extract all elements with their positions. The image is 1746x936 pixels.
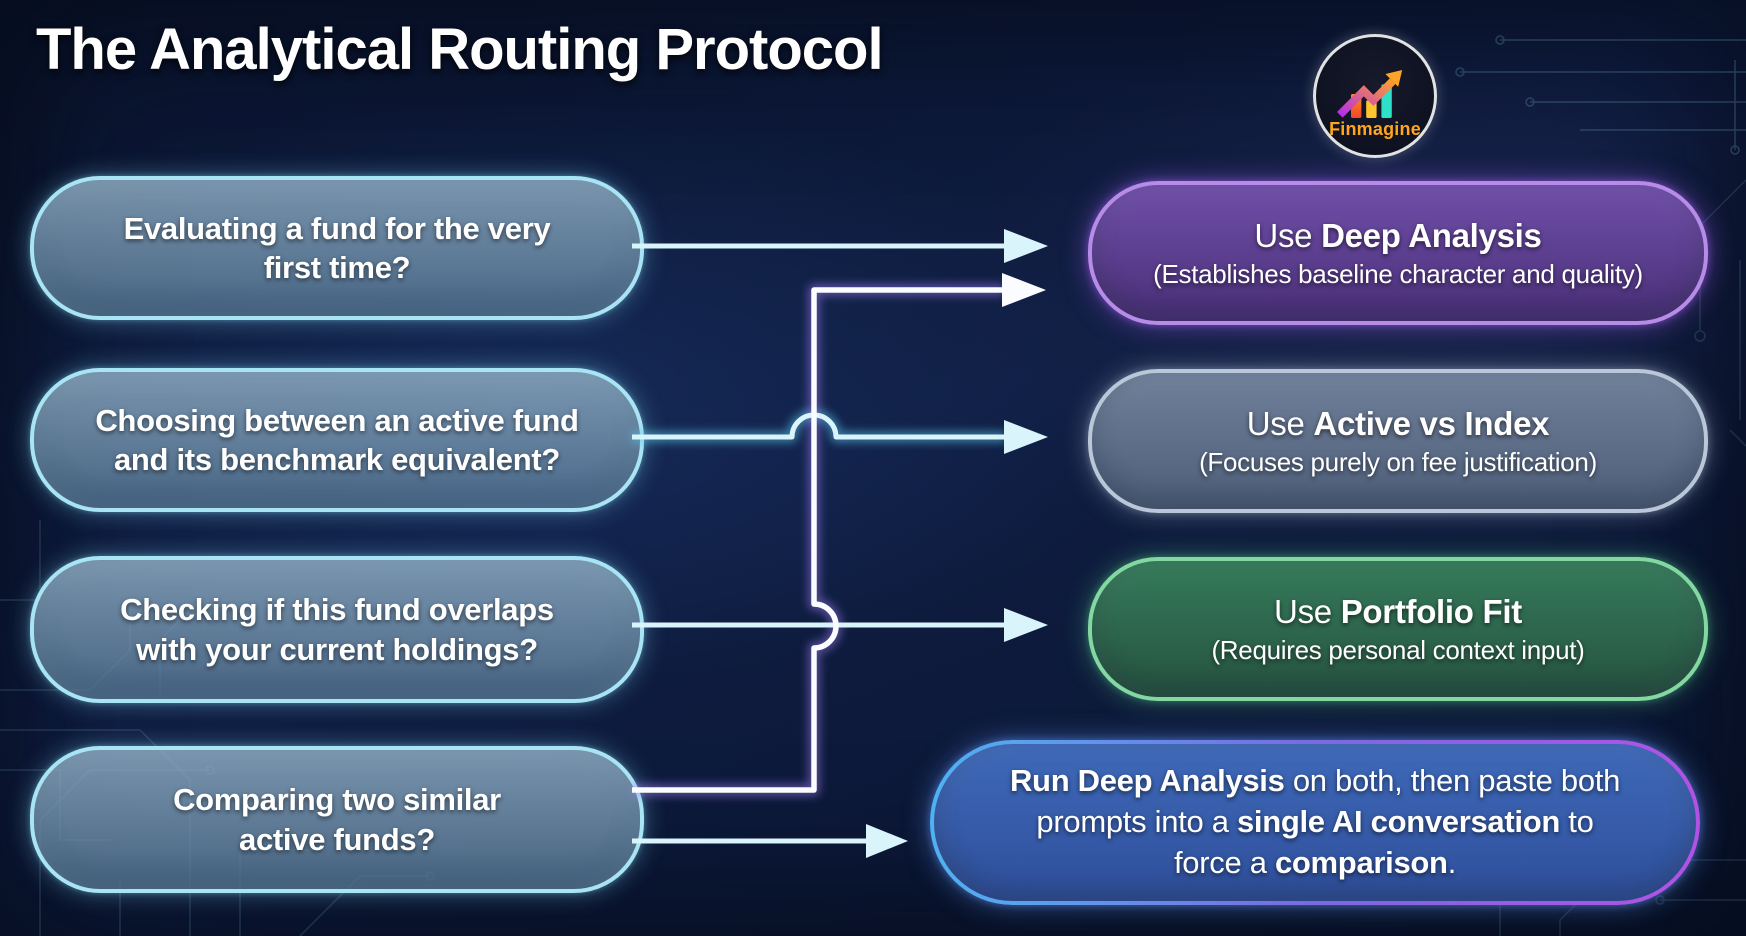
answer-title: Use Portfolio Fit	[1274, 593, 1522, 631]
question-card-active-vs-benchmark: Choosing between an active fund and its …	[30, 368, 644, 512]
answer-prefix: Use	[1246, 404, 1314, 442]
combined-line-1: Run Deep Analysis on both, then paste bo…	[1010, 761, 1620, 802]
logo-arrowhead	[1385, 70, 1403, 87]
question-card-overlap-holdings: Checking if this fund overlaps with your…	[30, 556, 644, 703]
logo-trend-line	[1336, 78, 1396, 118]
combined-line-2: prompts into a single AI conversation to	[1036, 802, 1593, 843]
combined-text: .	[1447, 844, 1457, 880]
circuit-traces-top-right	[1455, 35, 1746, 155]
answer-title: Use Active vs Index	[1246, 404, 1550, 443]
answer-prefix: Use	[1274, 592, 1341, 630]
answer-subtitle: (Requires personal context input)	[1211, 634, 1585, 665]
combined-text: prompts into a	[1036, 804, 1237, 840]
question-text: Comparing two similar active funds?	[173, 782, 501, 857]
answer-subtitle: (Focuses purely on fee justification)	[1199, 446, 1597, 477]
logo-wordmark: Finmagine	[1329, 119, 1421, 139]
arrowhead-q2	[1004, 420, 1048, 454]
connector-glow-layer	[632, 240, 1006, 847]
arrowhead-q1	[1004, 229, 1048, 263]
arrowhead-routing	[1002, 273, 1046, 307]
combined-bold: comparison	[1274, 844, 1448, 880]
question-text: Evaluating a fund for the very first tim…	[123, 210, 551, 285]
answer-card-deep-analysis: Use Deep Analysis (Establishes baseline …	[1088, 181, 1708, 325]
arrowhead-q4	[866, 824, 908, 858]
answer-title: Use Deep Analysis	[1254, 217, 1541, 255]
combined-answer-text: Run Deep Analysis on both, then paste bo…	[934, 744, 1696, 901]
combined-line-3: force a comparison.	[1174, 843, 1456, 884]
answer-card-combined-comparison: Run Deep Analysis on both, then paste bo…	[930, 740, 1700, 905]
combined-text: on both, then paste both	[1284, 763, 1621, 799]
question-text: Checking if this fund overlaps with your…	[120, 592, 554, 667]
glow-q2-line	[632, 409, 1006, 443]
logo-chart-icon	[1336, 70, 1403, 118]
question-card-first-time: Evaluating a fund for the very first tim…	[30, 176, 644, 320]
combined-text: to	[1559, 804, 1594, 840]
combined-text: force a	[1173, 844, 1275, 880]
answer-card-active-vs-index: Use Active vs Index (Focuses purely on f…	[1088, 369, 1708, 513]
arrowhead-q3	[1004, 608, 1048, 642]
combined-bold: single AI conversation	[1236, 804, 1560, 840]
combined-bold: Run Deep Analysis	[1009, 763, 1285, 799]
circuit-traces-right	[1694, 179, 1746, 447]
connector-q2-to-active-vs-index	[632, 412, 1006, 440]
answer-prefix: Use	[1254, 216, 1322, 254]
answer-name: Active vs Index	[1313, 404, 1550, 442]
question-text: Choosing between an active fund and its …	[95, 402, 579, 477]
answer-subtitle: (Establishes baseline character and qual…	[1153, 258, 1643, 289]
question-card-compare-two-funds: Comparing two similar active funds?	[30, 746, 644, 893]
glow-routing-line	[632, 284, 1004, 796]
answer-name: Deep Analysis	[1321, 216, 1542, 254]
connector-q4-to-deep-analysis	[632, 287, 1004, 793]
finmagine-logo: Finmagine	[1313, 34, 1437, 158]
page-title: The Analytical Routing Protocol	[36, 17, 884, 82]
answer-name: Portfolio Fit	[1340, 592, 1523, 630]
answer-card-portfolio-fit: Use Portfolio Fit (Requires personal con…	[1088, 557, 1708, 701]
